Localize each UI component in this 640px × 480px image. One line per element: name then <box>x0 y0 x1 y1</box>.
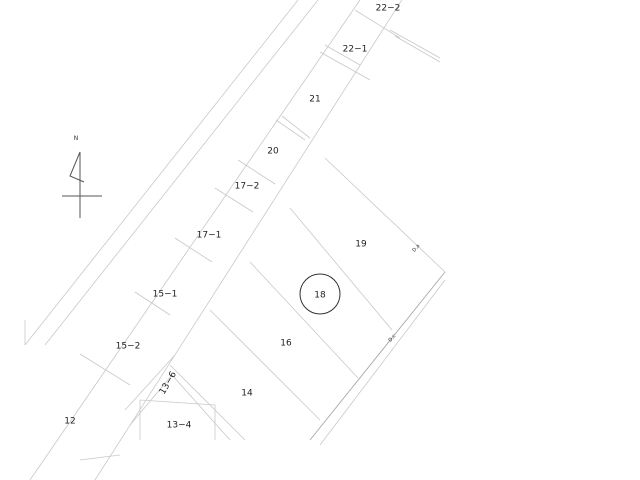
boundary-mark-label: D.c <box>387 333 397 343</box>
lot-label-19: 19 <box>355 240 367 250</box>
lot-label-21: 21 <box>309 95 320 105</box>
lot-label-17-2: 17−2 <box>235 182 260 192</box>
lot-labels: 22−2 22−1 21 20 17−2 17−1 19 18 15−1 16 … <box>64 4 400 431</box>
lot-label-18: 18 <box>314 291 326 301</box>
lot-label-22-1: 22−1 <box>343 45 368 55</box>
lot-label-13-6: 13−6 <box>158 370 179 397</box>
lot-label-15-1: 15−1 <box>153 290 178 300</box>
road-lines <box>24 0 446 480</box>
north-label: N <box>74 135 79 142</box>
lot-label-13-4: 13−4 <box>167 421 192 431</box>
lot-label-15-2: 15−2 <box>116 342 141 352</box>
lot-18-highlight-circle <box>299 273 341 315</box>
lot-label-22-2: 22−2 <box>376 4 401 14</box>
boundary-marks: D.a D.c <box>387 243 421 343</box>
lot-boundaries <box>79 9 446 441</box>
north-arrow-icon: N <box>62 135 102 218</box>
lot-label-14: 14 <box>241 389 253 399</box>
lot-label-20: 20 <box>267 147 279 157</box>
lot-label-16: 16 <box>280 339 292 349</box>
boundary-mark-label: D.a <box>411 243 421 253</box>
lot-label-17-1: 17−1 <box>197 231 222 241</box>
lot-label-12: 12 <box>64 417 75 427</box>
